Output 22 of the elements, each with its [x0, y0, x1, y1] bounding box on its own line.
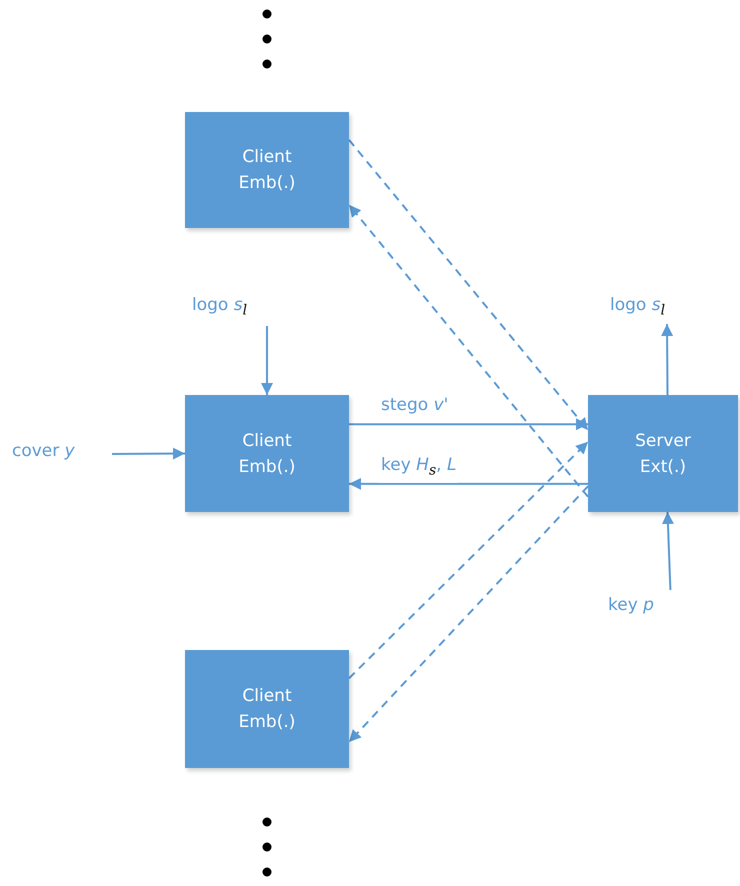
box-label: Server Ext(.)	[634, 430, 692, 478]
arrow	[349, 478, 588, 490]
box-label: Client Emb(.)	[238, 430, 296, 478]
arrow	[261, 326, 273, 395]
arrow	[661, 324, 674, 395]
input-label: logo s$_{l}$	[192, 290, 292, 326]
box-label: Client Emb(.)	[238, 685, 296, 734]
dashed-arrow	[348, 139, 589, 431]
input-label: logo s$_{l}$	[610, 290, 705, 324]
input-label: cover y	[12, 436, 112, 472]
dashed-arrow	[348, 441, 589, 680]
process-box	[588, 395, 738, 512]
arrow	[662, 512, 674, 590]
box-label: Client Emb(.)	[238, 146, 296, 195]
arrow	[112, 448, 185, 460]
dashed-arrow	[348, 204, 589, 498]
arrow	[349, 418, 588, 430]
input-label: key p	[608, 590, 688, 626]
dashed-arrow	[348, 486, 589, 743]
process-box	[185, 395, 349, 512]
process-box	[185, 650, 349, 768]
process-box	[185, 112, 349, 228]
